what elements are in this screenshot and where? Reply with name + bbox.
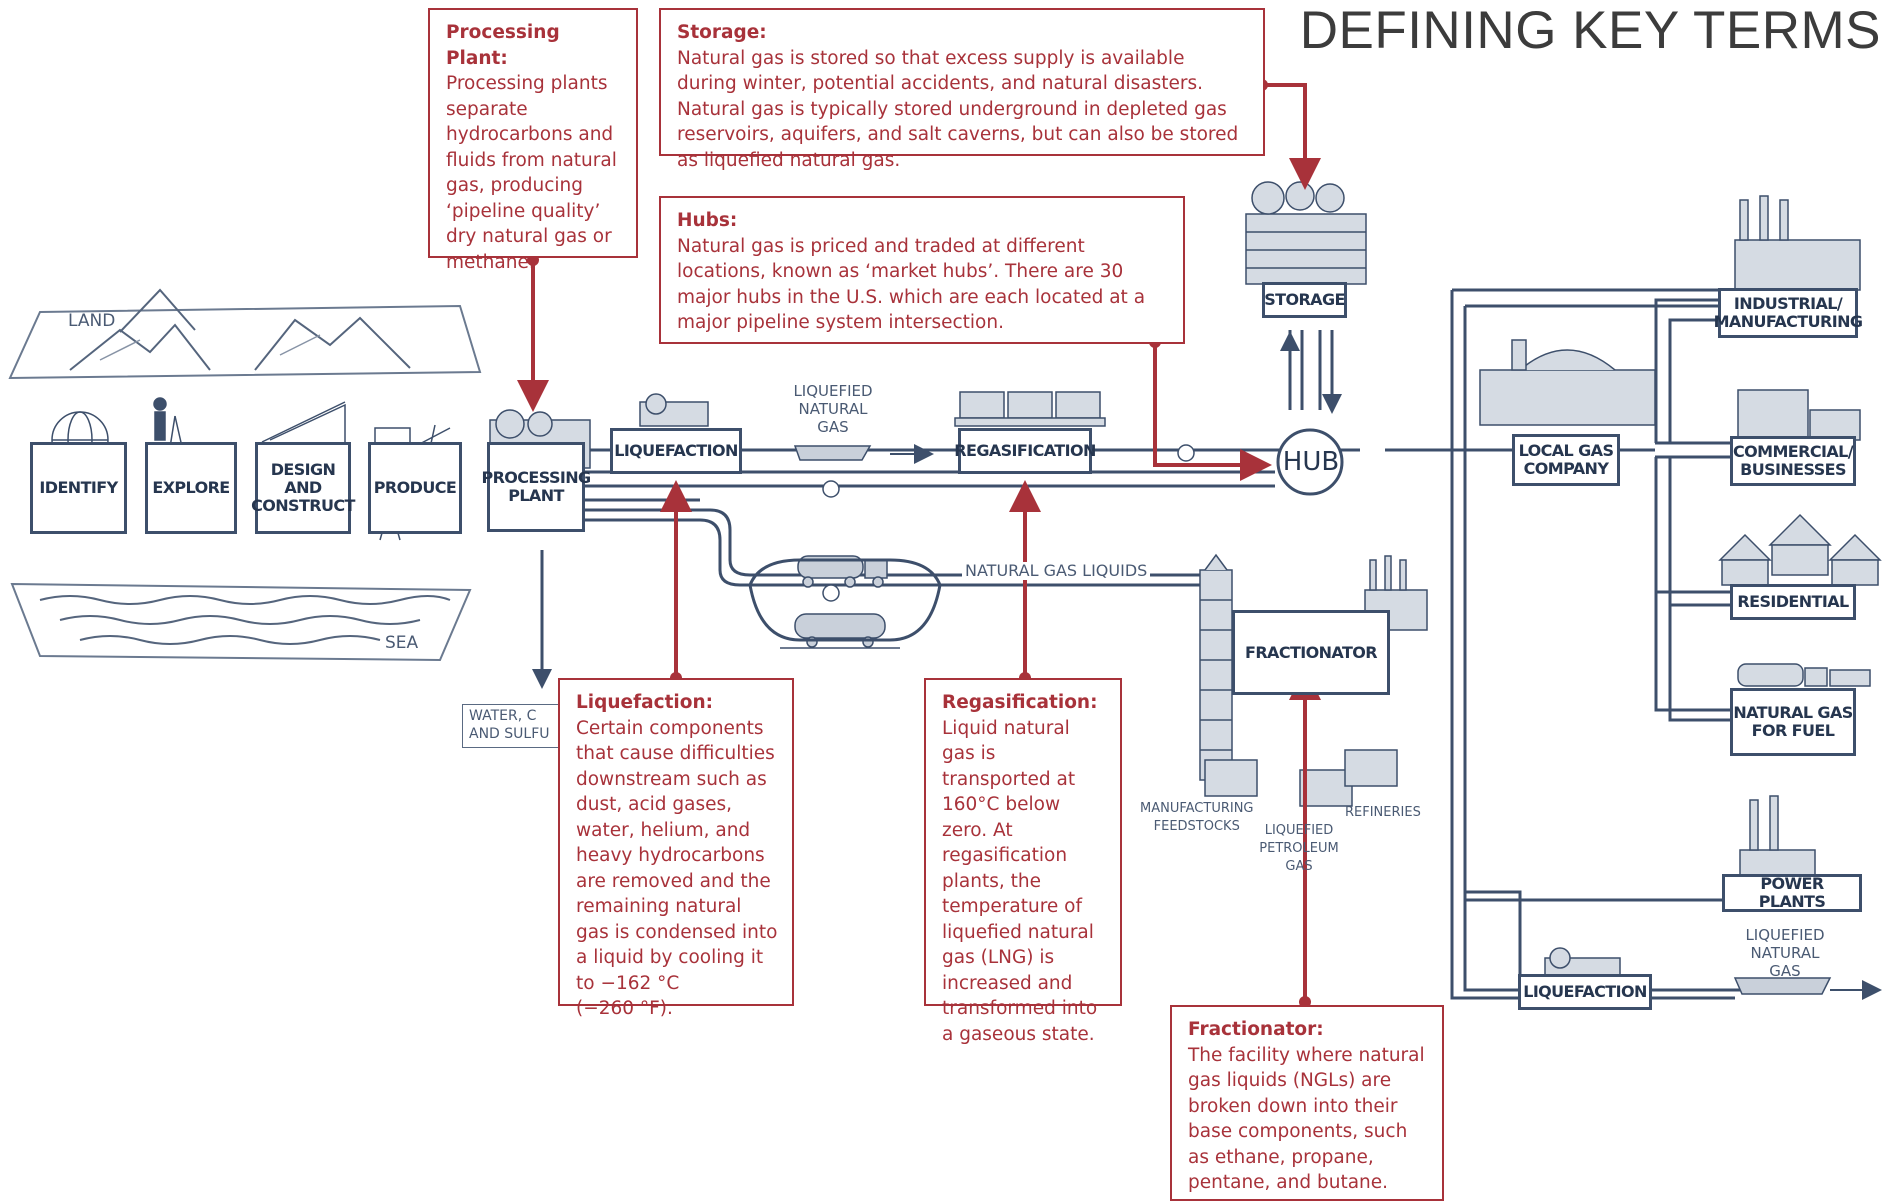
stage-industrial-manufacturing: INDUSTRIAL/ MANUFACTURING [1714,288,1863,338]
sea-illustration [10,582,472,662]
stage-liquefaction: LIQUEFACTION [610,428,742,474]
stage-explore: EXPLORE [145,442,237,534]
surveyor-icon [153,397,186,461]
crane-icon [261,401,346,445]
ngl-label: NATURAL GAS LIQUIDS [962,562,1151,580]
stage-local-gas-company: LOCAL GAS COMPANY [1512,434,1620,486]
lpg-label: LIQUEFIED PETROLEUM GAS [1259,823,1339,874]
callout-regasification: Regasification: Liquid natural gas is tr… [924,678,1122,1045]
stage-storage: STORAGE [1262,282,1347,318]
callout-storage-title: Storage: [677,22,767,43]
hub-node [1276,428,1344,496]
stage-hub: HUB [1282,447,1340,477]
stage-regasification: REGASIFICATION [954,428,1096,474]
land-label: LAND [68,311,116,331]
lng-tanker-icon [793,445,1832,995]
callout-hubs: Hubs: Natural gas is priced and traded a… [659,196,1185,344]
callout-storage: Storage: Natural gas is stored so that e… [659,8,1265,171]
callout-liquefaction: Liquefaction: Certain components that ca… [558,678,794,1019]
stage-processing-plant: PROCESSING PLANT [481,442,591,532]
local-gas-company-building-icon [1479,339,1656,426]
stage-commercial-businesses: COMMERCIAL/ BUSINESSES [1730,436,1856,486]
refineries-label: REFINERIES [1345,805,1421,820]
callout-fractionator: Fractionator: The facility where natural… [1170,1005,1444,1201]
callout-processing-plant-body: Processing plants separate hydrocarbons … [446,73,617,273]
sea-label: SEA [385,633,419,653]
pipe-line-markers [822,444,1195,602]
callout-hubs-title: Hubs: [677,210,738,231]
callout-liquefaction-body: Certain components that cause difficulti… [576,717,778,1020]
stage-liquefaction-export: LIQUEFACTION [1518,974,1652,1010]
fractionator-tower-icon [1199,553,1233,781]
callout-regasification-title: Regasification: [942,692,1098,713]
callout-regasification-body: Liquid natural gas is transported at 160… [942,717,1098,1045]
callout-fractionator-body: The facility where natural gas liquids (… [1188,1044,1425,1194]
stage-power-plants: POWER PLANTS [1722,874,1862,912]
houses-icon [1718,513,1882,586]
vehicles-icon [1737,663,1871,687]
callout-processing-plant-title: Processing Plant: [446,22,560,69]
stage-identify: IDENTIFY [30,442,127,534]
callout-connectors [531,83,1307,1002]
stage-residential: RESIDENTIAL [1730,584,1856,620]
callout-fractionator-title: Fractionator: [1188,1019,1324,1040]
storage-tanks-icon [1245,181,1367,285]
land-illustration [8,288,482,380]
callout-liquefaction-title: Liquefaction: [576,692,714,713]
stage-produce: PRODUCE [368,442,462,534]
feedstocks-label: MANUFACTURING FEEDSTOCKS [1140,801,1254,834]
callout-storage-body: Natural gas is stored so that excess sup… [677,47,1239,171]
callout-processing-plant: Processing Plant: Processing plants sepa… [428,8,638,273]
callout-hubs-body: Natural gas is priced and traded at diff… [677,235,1146,334]
lng-label-top: LIQUEFIED NATURAL GAS [793,382,873,436]
regasification-tanks-icon [954,391,1106,427]
rail-tank-car-icon [780,613,900,649]
stage-design-construct: DESIGN AND CONSTRUCT [251,442,355,534]
truck-loop [748,558,942,642]
stage-fractionator: FRACTIONATOR [1232,610,1390,695]
water-sulfur-label: WATER, C AND SULFU [462,704,571,748]
stage-natural-gas-for-fuel: NATURAL GAS FOR FUEL [1730,688,1856,756]
page-title: DEFINING KEY TERMS [1299,1,1881,60]
lng-label-bottom: LIQUEFIED NATURAL GAS [1745,926,1825,980]
